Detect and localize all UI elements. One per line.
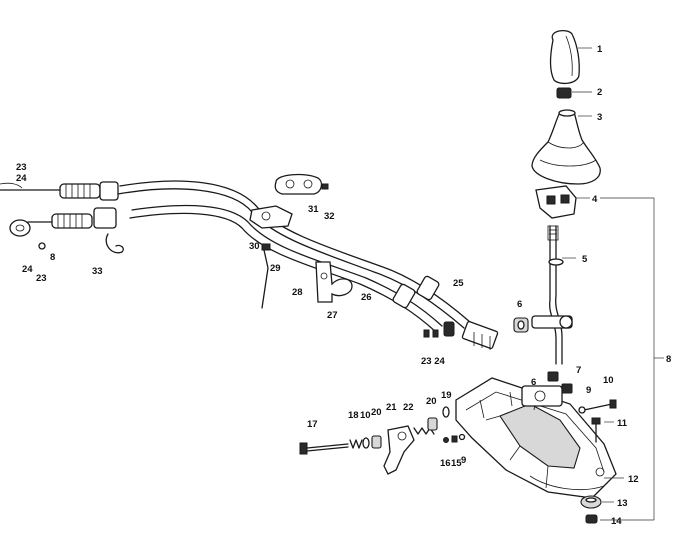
callout-21: 21 — [386, 402, 397, 413]
callout-20-left: 20 — [371, 407, 382, 418]
clip-pin-29-30 — [261, 243, 271, 309]
callout-6-lower: 6 — [531, 377, 536, 388]
callout-23-top: 23 — [16, 162, 27, 173]
callout-32: 32 — [324, 211, 335, 222]
washer-19 — [442, 406, 450, 418]
callout-18: 18 — [348, 410, 359, 421]
upper-bracket-31 — [274, 173, 323, 195]
bushing-20-right — [427, 417, 438, 431]
callout-3: 3 — [597, 112, 602, 123]
shift-cable-assembly — [117, 180, 471, 333]
boot-retainer-part — [535, 185, 577, 219]
callout-24-bottom: 24 — [22, 264, 33, 275]
washer-10-stack — [362, 437, 370, 449]
washer-9 — [578, 406, 586, 414]
left-cable-end-upper — [0, 181, 119, 201]
callout-22: 22 — [403, 402, 414, 413]
callout-24-top: 24 — [16, 173, 27, 184]
callout-33: 33 — [92, 266, 103, 277]
callout-16: 16 — [440, 458, 451, 469]
leader-lines — [562, 47, 664, 521]
callout-11: 11 — [617, 418, 628, 429]
lever-bushing-part — [513, 317, 529, 333]
callout-23-bottom: 23 — [36, 273, 47, 284]
selector-bolt-17 — [299, 442, 349, 455]
callout-12: 12 — [628, 474, 639, 485]
callout-15: 15 — [451, 458, 462, 469]
spring-18 — [349, 439, 363, 449]
washer-8 — [38, 242, 46, 250]
shift-lever-part — [531, 225, 573, 365]
cable-boot-26-left — [392, 283, 416, 309]
knob-nut-part — [556, 87, 572, 99]
grommet-13 — [580, 495, 602, 509]
cable-clip-23-24 — [423, 329, 439, 338]
callout-8-left: 8 — [50, 252, 55, 263]
callout-5: 5 — [582, 254, 588, 265]
callout-29: 29 — [270, 263, 281, 274]
callout-27: 27 — [327, 310, 338, 321]
cable-bracket — [249, 205, 293, 229]
shifter-base-housing — [455, 377, 617, 499]
housing-screw-11 — [591, 417, 601, 443]
callout-4: 4 — [592, 194, 598, 205]
callout-26: 26 — [361, 292, 372, 303]
callout-28: 28 — [292, 287, 303, 298]
callout-23-24-mid: 23 24 — [421, 356, 445, 367]
retaining-clip-33 — [105, 233, 124, 254]
callout-10-right: 10 — [603, 375, 614, 386]
callout-6-upper: 6 — [517, 299, 522, 310]
callout-13: 13 — [617, 498, 628, 509]
callout-8-right: 8 — [666, 354, 671, 365]
bolt-32 — [321, 183, 329, 190]
callout-2: 2 — [597, 87, 602, 98]
bushing-20-left — [371, 435, 382, 449]
callout-31: 31 — [308, 204, 319, 215]
callout-10-stack: 10 — [360, 410, 371, 421]
cable-boot-26-right — [416, 275, 440, 301]
callout-14: 14 — [611, 516, 622, 527]
shift-knob-part — [549, 29, 580, 85]
callout-9-right: 9 — [586, 385, 591, 396]
callout-20-right: 20 — [426, 396, 437, 407]
selector-lever-21 — [383, 425, 415, 475]
callout-25: 25 — [453, 278, 464, 289]
callout-17: 17 — [307, 419, 318, 430]
callout-19-stack: 19 — [441, 390, 452, 401]
callout-labels: 1 2 3 4 5 6 6 7 8 9 10 11 12 13 14 17 18… — [16, 44, 671, 527]
callout-9-stack: 9 — [461, 455, 466, 466]
nut-14 — [585, 514, 598, 524]
shift-boot-part — [531, 109, 601, 185]
bracket-27-28 — [315, 261, 353, 303]
callout-1: 1 — [597, 44, 603, 55]
callout-30: 30 — [249, 241, 260, 252]
callout-7: 7 — [576, 365, 581, 376]
small-parts-15-16-9 — [443, 433, 466, 443]
left-cable-end-lower — [9, 207, 117, 237]
housing-bolt-10 — [583, 399, 617, 411]
cable-end-connector — [443, 320, 499, 350]
